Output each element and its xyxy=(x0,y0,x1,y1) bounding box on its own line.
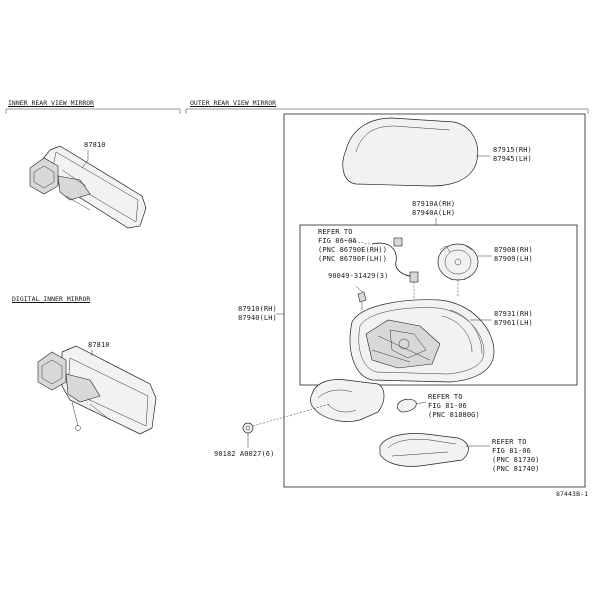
body-rh-part-number: 87910A(RH) xyxy=(412,200,456,208)
inner-mirror-section-title: INNER REAR VIEW MIRROR xyxy=(8,99,95,107)
inner-mirror-drawing xyxy=(29,145,147,229)
ref3-line2: FIG 81-06 xyxy=(492,447,531,455)
ref2-line2: FIG 81-06 xyxy=(428,402,467,410)
ref1-line1: REFER TO xyxy=(318,228,353,236)
outer-assy-rh-part-number: 87910(RH) xyxy=(238,305,277,313)
motor-rh-part-number: 87908(RH) xyxy=(494,246,533,254)
ref1-line3: (PNC 86790E(RH)) xyxy=(318,246,388,254)
ref3-line1: REFER TO xyxy=(492,438,527,446)
body-lh-part-number: 87940A(LH) xyxy=(412,209,456,217)
mirror-housing-drawing xyxy=(349,299,495,383)
digital-mirror-part-number: 87810 xyxy=(88,341,110,349)
cover-lh-part-number: 87945(LH) xyxy=(493,155,532,163)
mirror-motor-drawing xyxy=(437,243,479,281)
outer-mirror-section-title: OUTER REAR VIEW MIRROR xyxy=(190,99,277,107)
side-turn-lamp-drawing xyxy=(379,433,469,467)
clip-part-number: 90182 A0027(6) xyxy=(214,450,275,458)
ref3-line3: (PNC 81730) xyxy=(492,456,540,464)
glass-rh-part-number: 87931(RH) xyxy=(494,310,533,318)
ref2-line3: (PNC 81880G) xyxy=(428,411,480,419)
outer-mirror-frame xyxy=(283,113,586,488)
cover-rh-part-number: 87915(RH) xyxy=(493,146,532,154)
motor-lh-part-number: 87909(LH) xyxy=(494,255,533,263)
screw-drawing xyxy=(357,291,367,310)
drawing-id: 87443B-1 xyxy=(556,490,589,498)
screw-part-number: 90049-31429(3) xyxy=(328,272,389,280)
glass-lh-part-number: 87961(LH) xyxy=(494,319,533,327)
side-turn-lamp-small-drawing xyxy=(396,398,417,413)
outer-assy-lh-part-number: 87940(LH) xyxy=(238,314,277,322)
ref2-line1: REFER TO xyxy=(428,393,463,401)
digital-mirror-drawing xyxy=(37,345,157,435)
mirror-base-drawing xyxy=(310,379,385,422)
ref1-line4: (PNC 86790F(LH)) xyxy=(318,255,388,263)
harness-drawing xyxy=(371,237,419,300)
inner-mirror-part-number: 87810 xyxy=(84,141,106,149)
ref3-line4: (PNC 81740) xyxy=(492,465,540,473)
digital-mirror-section-title: DIGITAL INNER MIRROR xyxy=(12,295,91,303)
mirror-body-frame xyxy=(299,224,578,386)
ref1-line2: FIG 86-06 xyxy=(318,237,357,245)
clip-drawing xyxy=(242,422,254,434)
mirror-cover-drawing xyxy=(342,117,478,187)
